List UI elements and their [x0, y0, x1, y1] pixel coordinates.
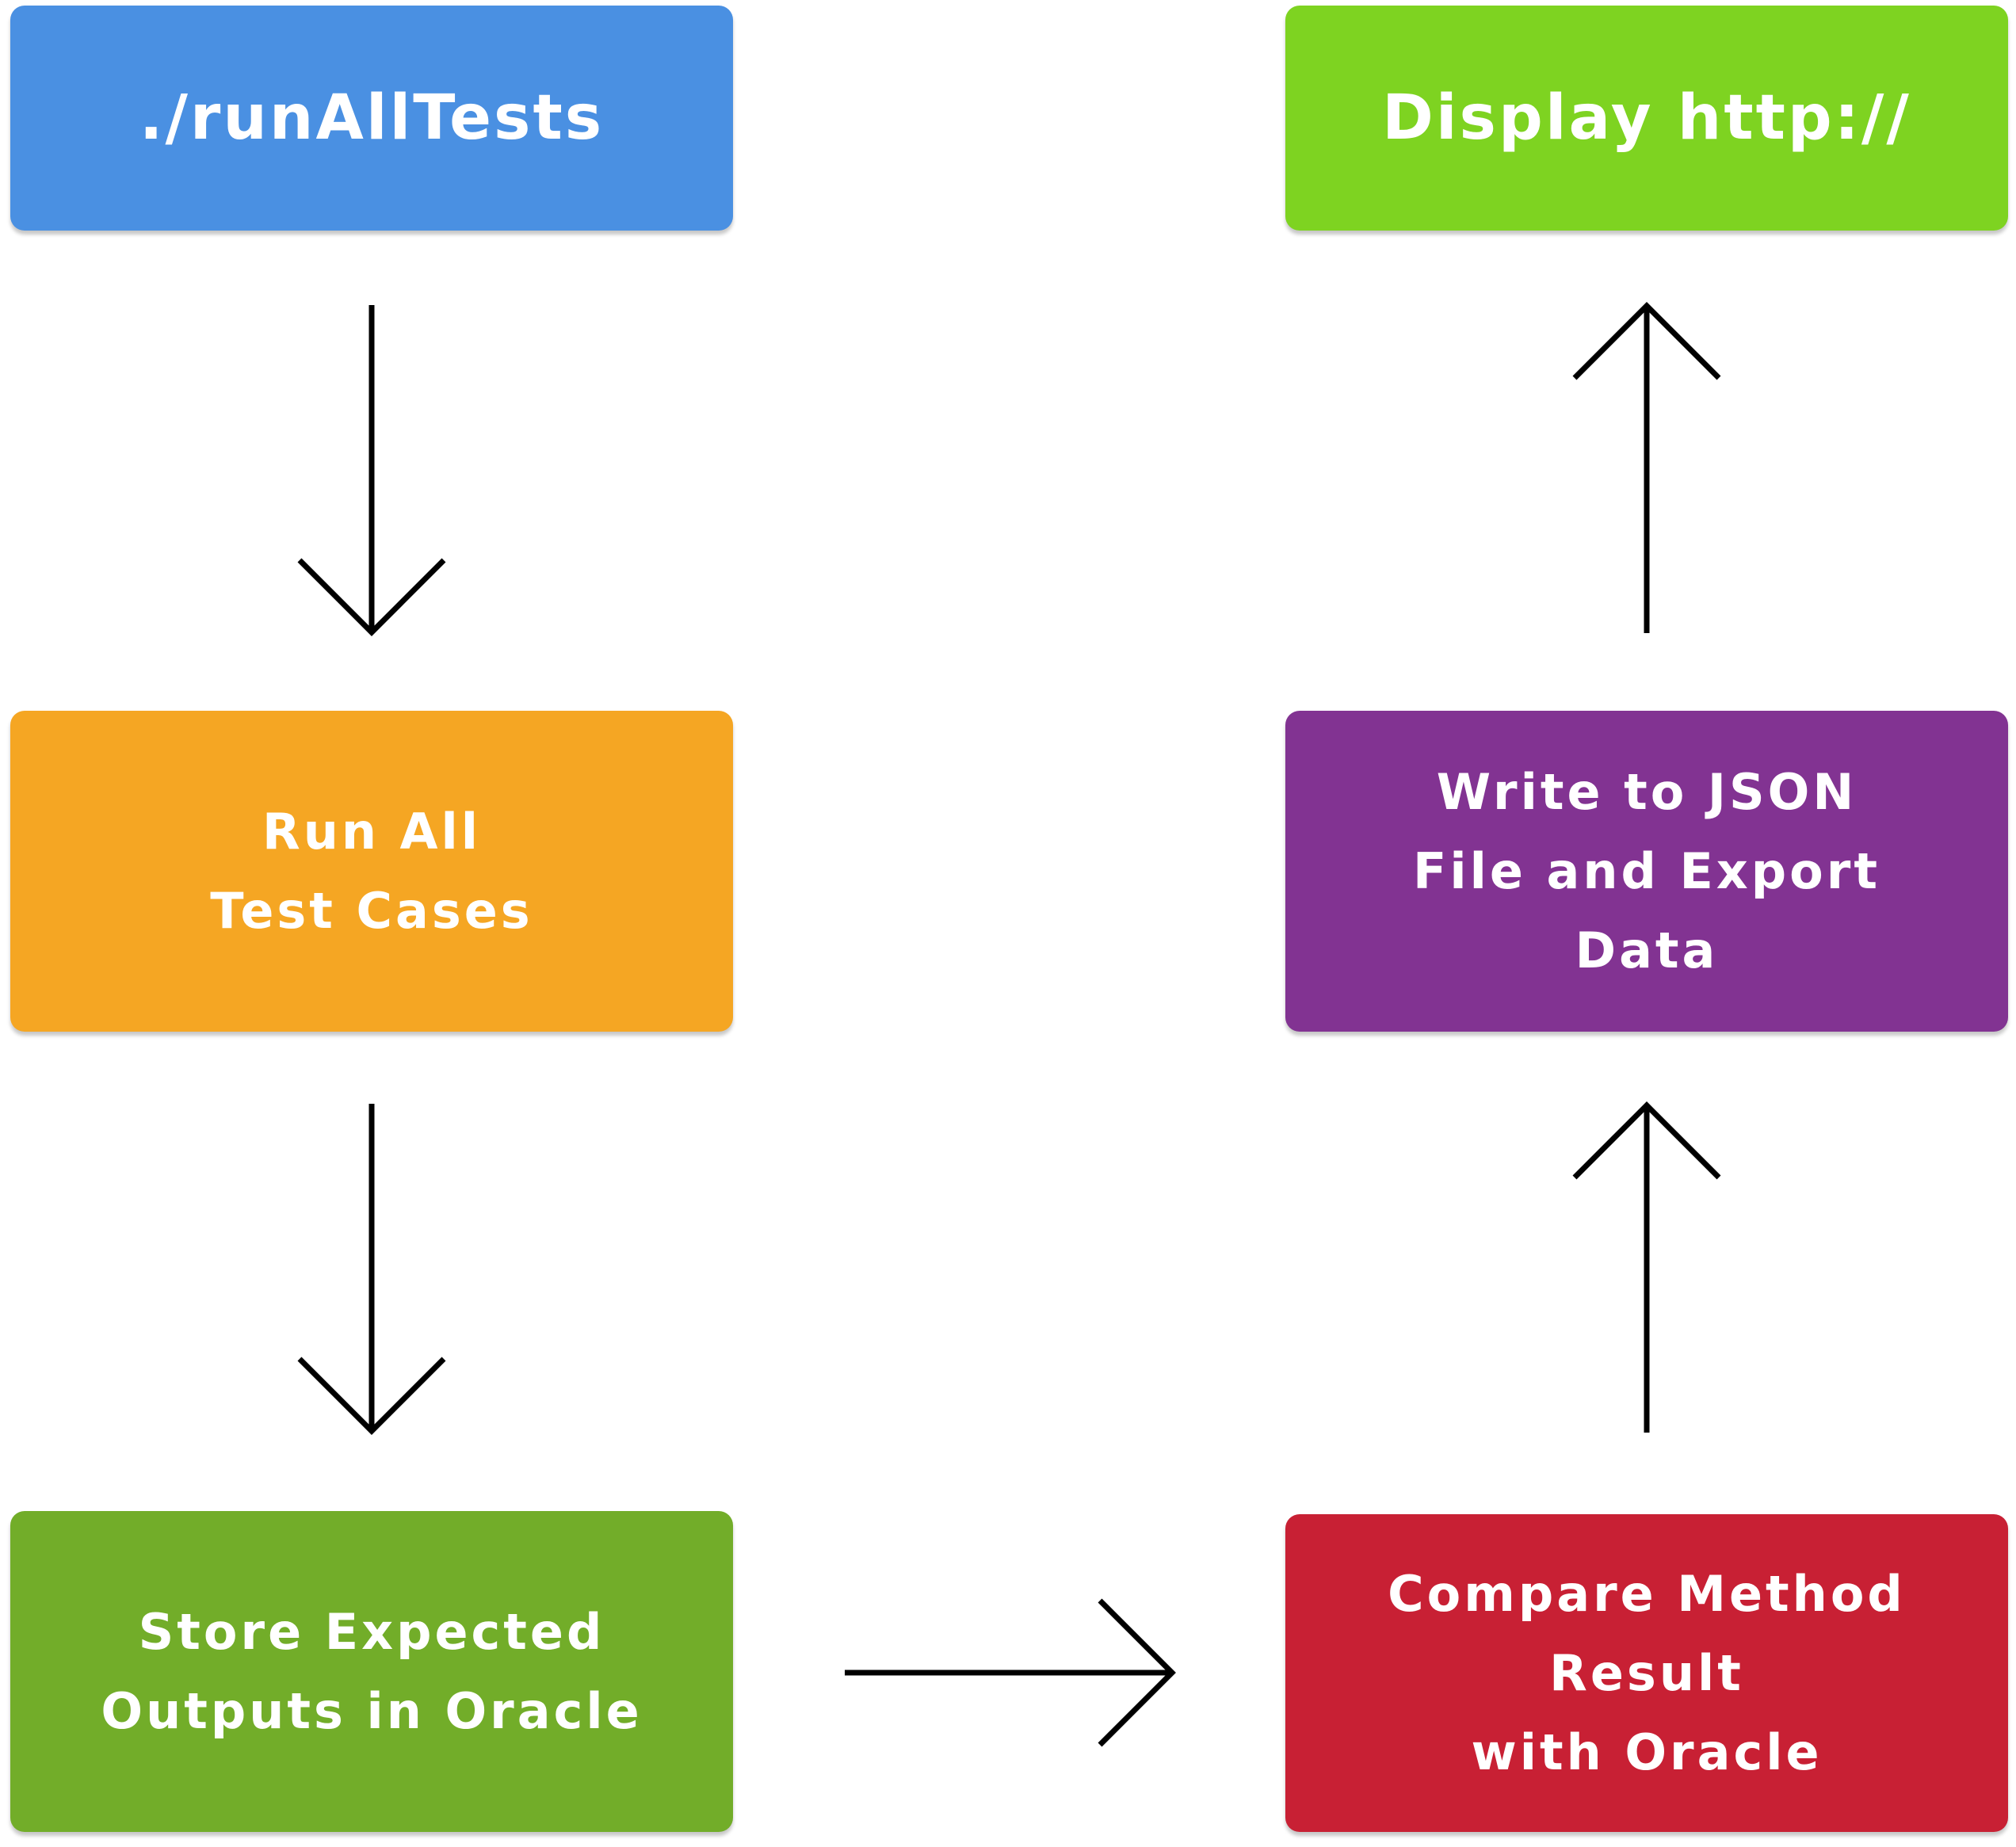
- node-display-http-label: Display http://: [1382, 82, 1911, 154]
- arrow-down-1: [297, 305, 446, 636]
- arrow-up-2: [1572, 302, 1721, 633]
- node-compare-method-result-label: Compare Method Result with Oracle: [1388, 1564, 1906, 1781]
- node-run-all-tests-command-label: ./runAllTests: [139, 82, 605, 154]
- node-run-all-tests-command: ./runAllTests: [10, 6, 733, 231]
- arrow-up-1: [1572, 1101, 1721, 1433]
- node-store-expected-outputs-label: Store Expected Outputs in Oracle: [101, 1602, 643, 1740]
- node-write-json-export: Write to JSON File and Export Data: [1285, 711, 2008, 1032]
- node-display-http: Display http://: [1285, 6, 2008, 231]
- node-store-expected-outputs: Store Expected Outputs in Oracle: [10, 1511, 733, 1832]
- node-run-all-test-cases-label: Run All Test Cases: [210, 802, 533, 940]
- node-compare-method-result: Compare Method Result with Oracle: [1285, 1514, 2008, 1832]
- arrow-right: [845, 1598, 1176, 1747]
- node-run-all-test-cases: Run All Test Cases: [10, 711, 733, 1032]
- arrow-down-2: [297, 1104, 446, 1435]
- node-write-json-export-label: Write to JSON File and Export Data: [1413, 762, 1880, 979]
